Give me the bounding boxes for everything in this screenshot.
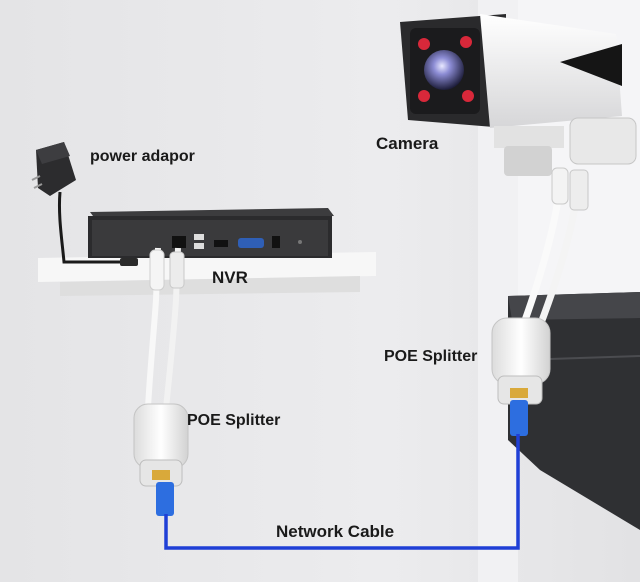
shelf-front xyxy=(60,276,360,296)
nvr-cable-dc xyxy=(145,247,161,409)
ir-led-br xyxy=(462,90,474,102)
network-cable-label: Network Cable xyxy=(276,522,395,541)
ir-led-bl xyxy=(418,90,430,102)
power-cable xyxy=(57,191,122,264)
camera-bracket xyxy=(494,117,637,176)
nvr-screw xyxy=(298,240,302,244)
poe-splitter-right-label: POE Splitter xyxy=(384,348,478,365)
right-blue-connector xyxy=(510,400,528,436)
power-adapter-label: power adapor xyxy=(90,148,195,165)
camera-label: Camera xyxy=(376,134,439,153)
nvr-dc-connector xyxy=(149,249,165,291)
left-blue-connector xyxy=(156,482,174,516)
nvr-label: NVR xyxy=(212,268,248,287)
network-cable xyxy=(164,434,520,550)
nvr-hdmi-port xyxy=(214,240,228,247)
poe-splitter-right xyxy=(491,317,551,405)
nvr-usb-port-2 xyxy=(194,243,204,249)
nvr-cable-lan xyxy=(163,247,181,409)
nvr-usb-port-1 xyxy=(194,234,204,240)
camera-dc-connector xyxy=(551,167,569,205)
camera xyxy=(400,14,622,128)
nvr-back-panel xyxy=(92,220,328,256)
nvr-rj45-connector xyxy=(169,251,185,289)
dark-cabinet-shelf xyxy=(508,292,640,320)
poe-splitter-left xyxy=(133,403,189,487)
camera-lens xyxy=(424,50,464,90)
nvr-power-port xyxy=(272,236,280,248)
ir-led-tr xyxy=(460,36,472,48)
camera-rj45-connector xyxy=(569,169,589,211)
nvr-lan-port xyxy=(172,236,186,248)
poe-splitter-left-label: POE Splitter xyxy=(187,412,281,429)
nvr-vga-port xyxy=(238,238,264,248)
power-adapter xyxy=(31,142,76,196)
power-plug xyxy=(120,258,138,266)
ir-led-tl xyxy=(418,38,430,50)
